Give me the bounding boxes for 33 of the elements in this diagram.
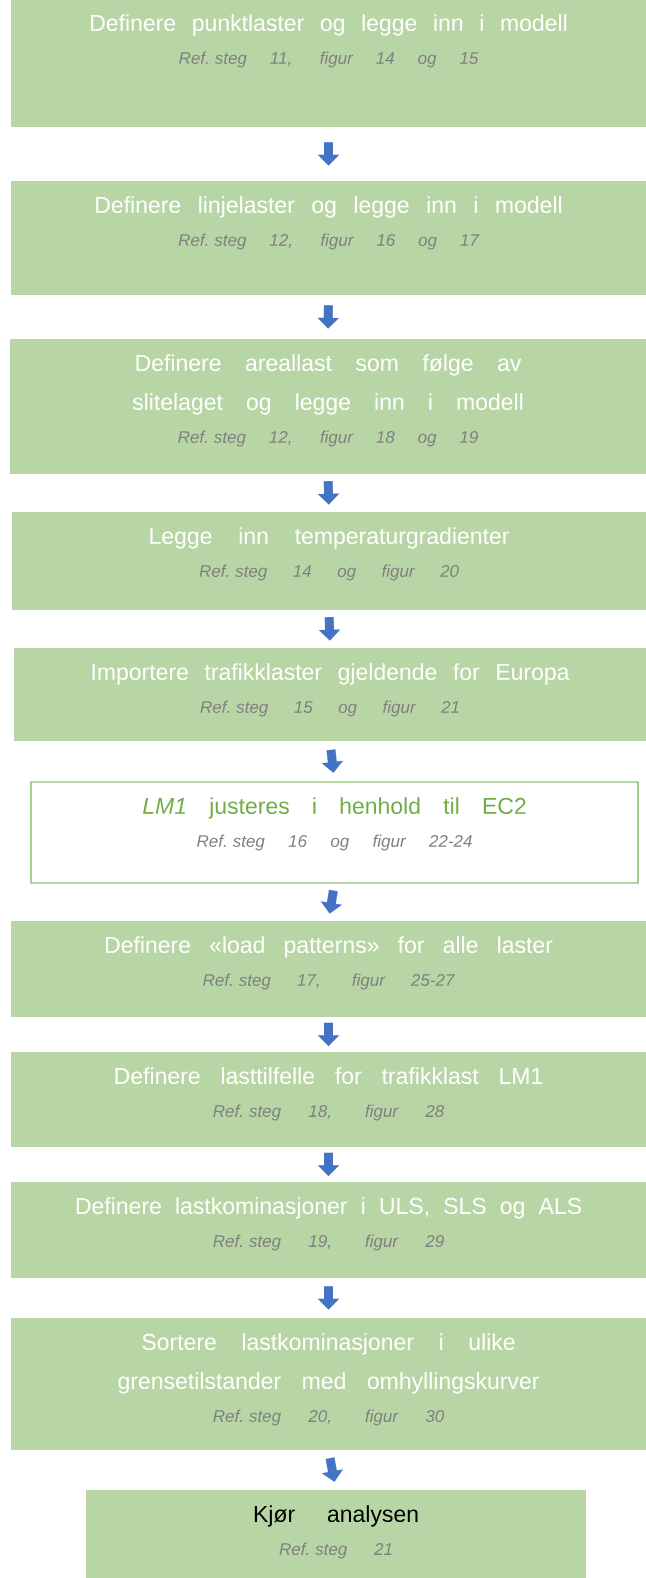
process-box: [11, 181, 646, 295]
step-title: Kjør analysen: [254, 1505, 418, 1527]
process-box: [11, 1182, 646, 1278]
process-box: [14, 648, 646, 741]
reference-note: Ref. steg 18, figur 28: [213, 1104, 445, 1121]
step-title: Definere lastkominasjoner i ULS, SLS og ALS: [76, 1197, 581, 1219]
process-box: [12, 512, 646, 610]
process-box: [11, 1318, 646, 1450]
step-title: Legge inn temperaturgradienter: [150, 527, 510, 549]
step-title: Importere trafikklaster gjeldende for Europa: [92, 663, 570, 685]
process-box: [30, 781, 639, 884]
step-title: Sortere lastkominasjoner i ulike grensetilstander med omhyllingskurver: [118, 1333, 539, 1394]
process-box: [11, 921, 646, 1017]
reference-note: Ref. steg 12, figur 18 og 19: [178, 430, 478, 447]
reference-note: Ref. steg 14 og figur 20: [199, 564, 459, 581]
step-title: LM1 justeres i henhold til EC2: [142, 797, 526, 819]
process-box: [10, 339, 646, 474]
reference-note: Ref. steg 19, figur 29: [213, 1234, 444, 1251]
reference-note: Ref. steg 20, figur 30: [213, 1409, 445, 1426]
process-box: [11, 1052, 646, 1147]
process-box: [11, 0, 646, 127]
step-title: Definere «load patterns» for alle laster: [105, 936, 553, 958]
reference-note: Ref. steg 21: [279, 1542, 392, 1559]
reference-note: Ref. steg 11, figur 14 og 15: [179, 51, 479, 68]
reference-note: Ref. steg 12, figur 16 og 17: [178, 233, 480, 250]
step-title: Definere lasttilfelle for trafikklast LM1: [115, 1067, 543, 1085]
reference-note: Ref. steg 17, figur 25-27: [203, 973, 455, 990]
reference-note: Ref. steg 16 og figur 22-24: [197, 834, 472, 851]
step-title: Definere linjelaster og legge inn i modell: [96, 196, 562, 218]
step-title: Definere areallast som følge av slitelaget og legge inn i modell: [132, 354, 523, 415]
reference-note: Ref. steg 15 og figur 21: [200, 700, 459, 717]
step-title: Definere punktlaster og legge inn i modell: [91, 14, 567, 36]
process-box: [86, 1490, 586, 1578]
